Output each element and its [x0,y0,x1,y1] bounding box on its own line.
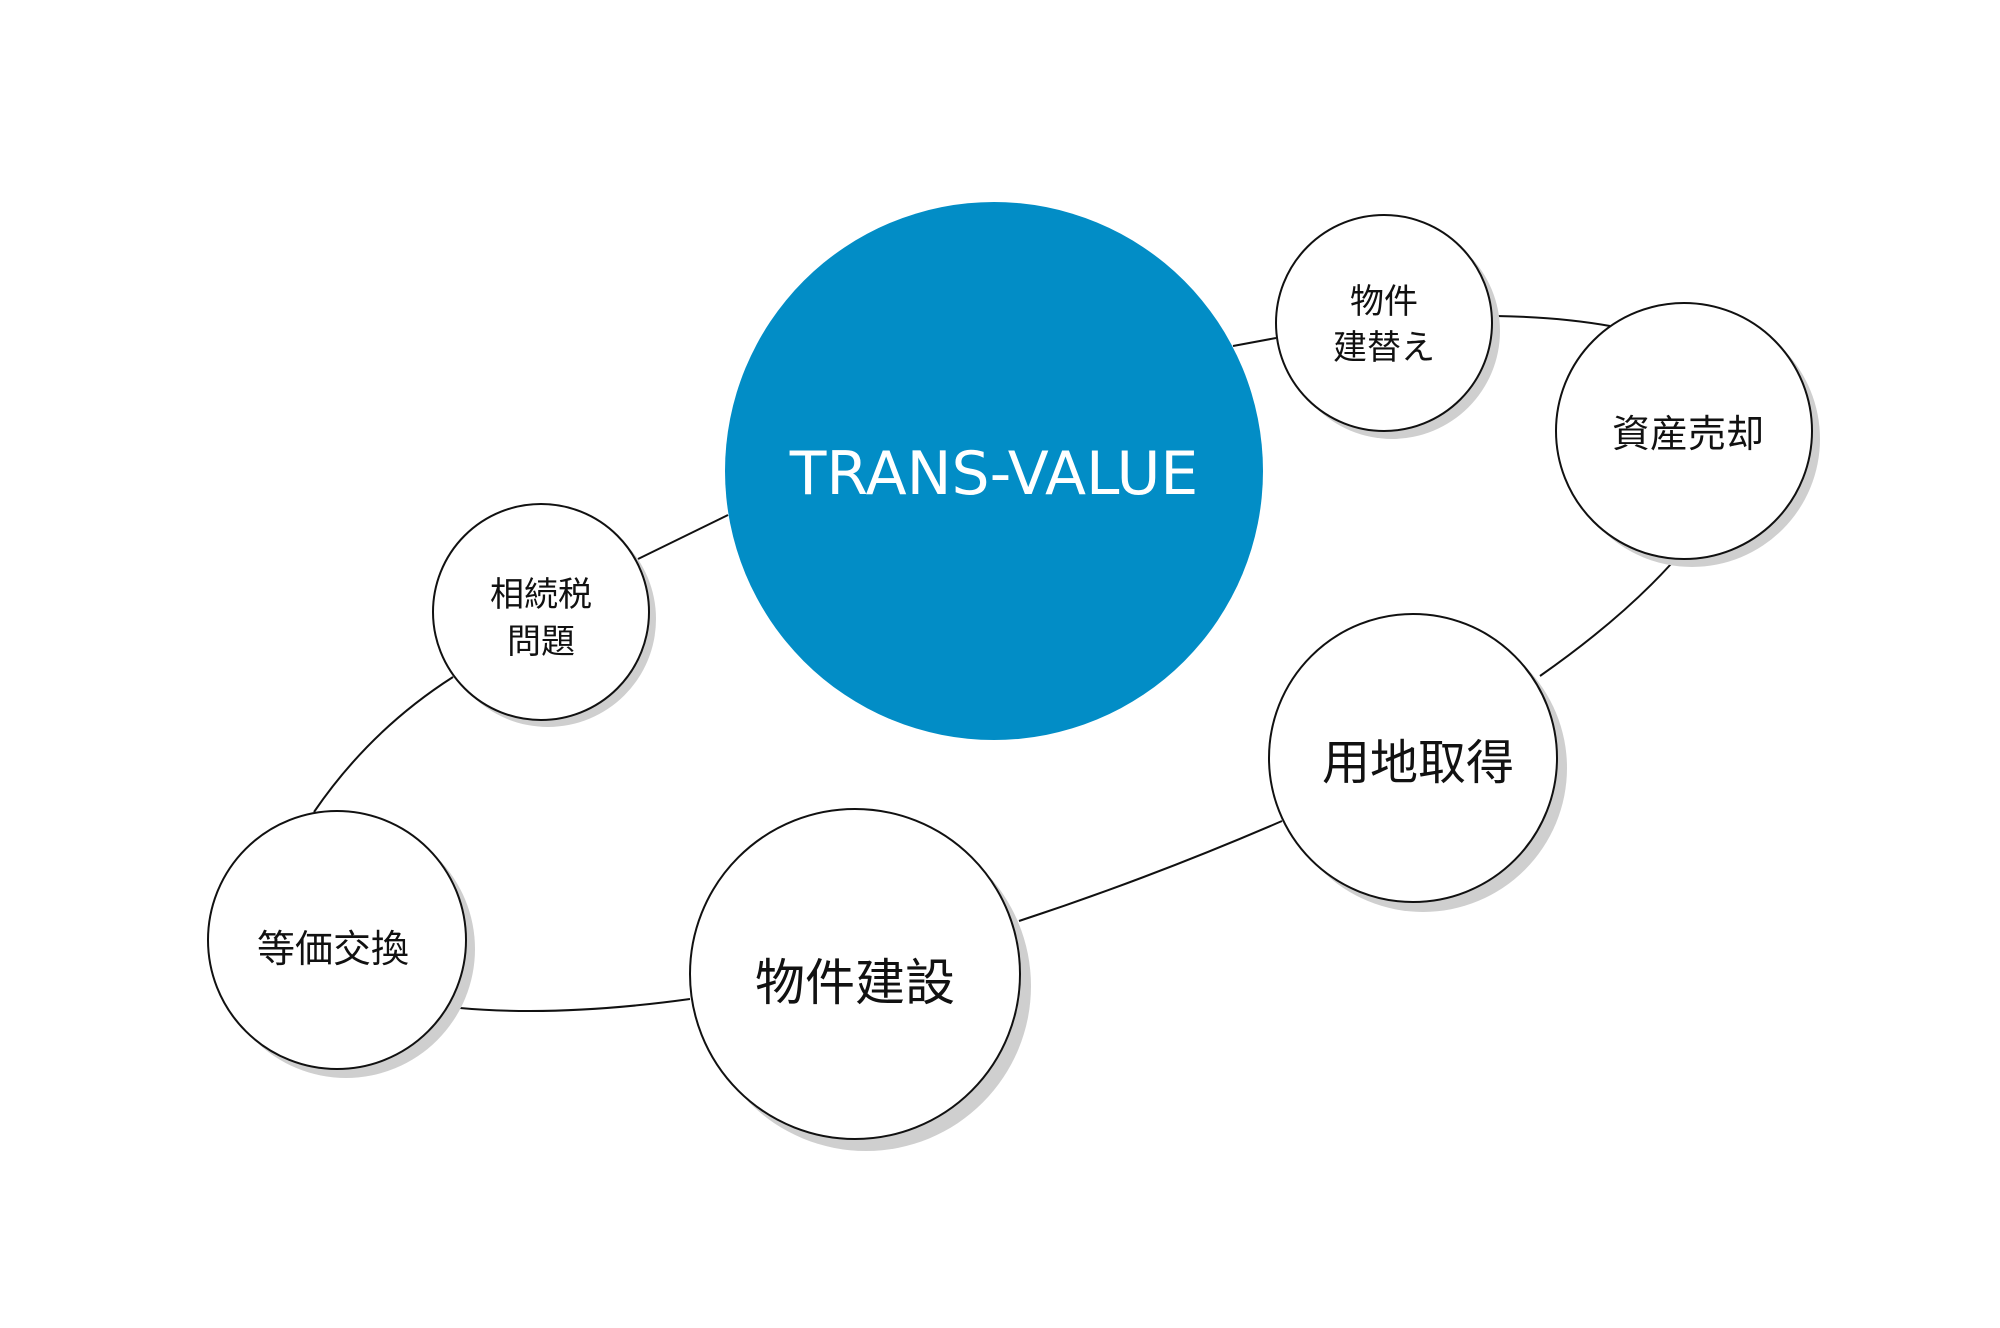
center-circle [725,202,1263,740]
connector-construction-exchange [459,998,691,1012]
connector-center-rebuild [1232,337,1277,347]
node-construction: 物件建設 [689,808,1031,1151]
connector-rebuild-asset-sale [1495,315,1611,327]
node-label: 問題 [507,622,575,662]
connector-asset-sale-land [1539,563,1672,677]
node-label: 建替え [1333,328,1435,368]
node-land-acquisition: 用地取得 [1268,613,1567,912]
node-equivalent-exchange: 等価交換 [207,810,475,1078]
node-label: 等価交換 [257,927,409,971]
node-label: 物件建設 [755,954,955,1012]
node-inheritance-tax: 相続税 問題 [432,503,656,727]
node-label: 相続税 [490,575,592,615]
node-label: 資産売却 [1612,412,1764,456]
center-label: TRANS-VALUE [789,439,1199,509]
connector-exchange-inheritance [313,676,454,813]
node-rebuild: 物件 建替え [1275,214,1500,439]
connector-land-construction [1018,820,1283,922]
node-asset-sale: 資産売却 [1555,302,1820,567]
node-label: 物件 [1350,282,1418,322]
connector-inheritance-center [637,514,729,560]
node-label: 用地取得 [1322,735,1514,791]
connector-lines [313,315,1672,1012]
